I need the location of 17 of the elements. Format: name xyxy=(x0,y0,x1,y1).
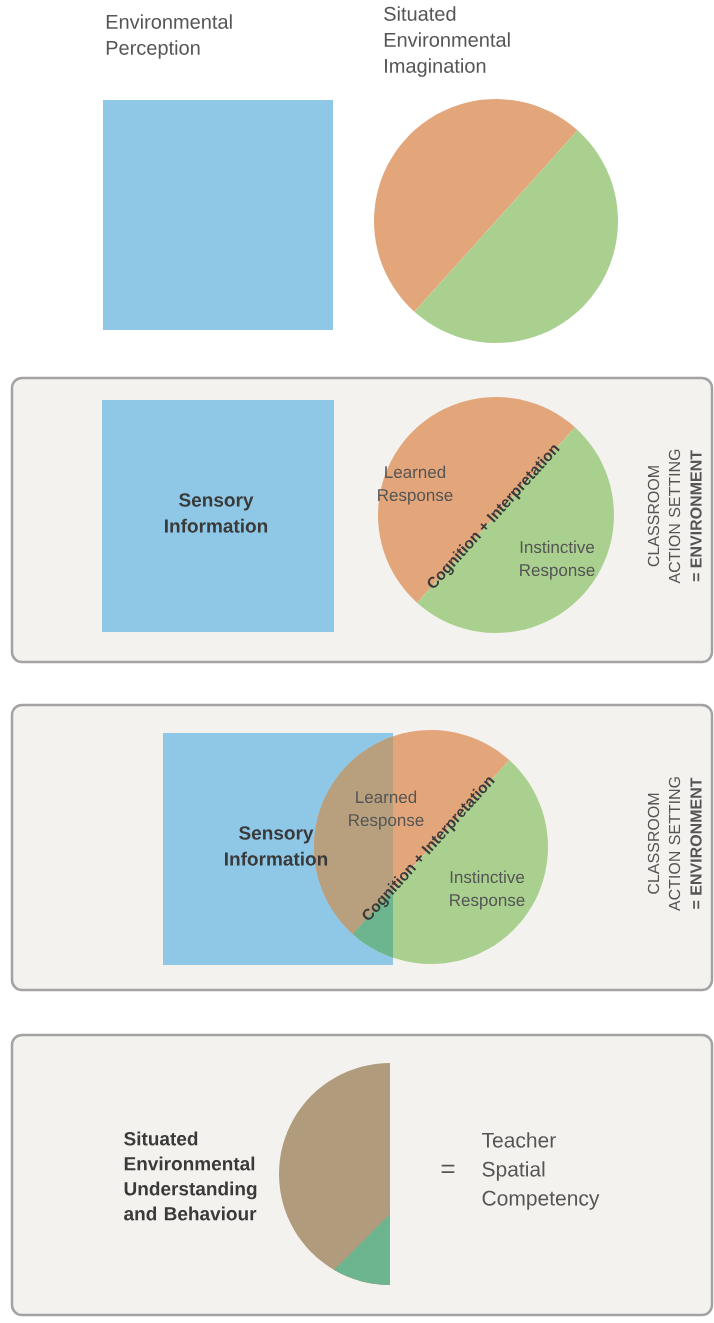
split-circle xyxy=(374,99,618,343)
equals-sign: = xyxy=(441,1164,455,1173)
square-block xyxy=(103,100,333,330)
vertical-label: = ENVIRONMENT xyxy=(690,777,702,909)
heading: Environmental Perception xyxy=(106,14,232,59)
square-block xyxy=(102,400,334,632)
result-text: Teacher Spatial Competency xyxy=(482,1132,600,1210)
bold-text: Situated Environmental Understanding and Behaviour xyxy=(124,1131,257,1221)
heading: Situated Environmental Imagination xyxy=(384,6,510,77)
vertical-label: CLASSROOM ACTION SETTING xyxy=(647,777,681,912)
bold-text: Sensory Information xyxy=(165,493,268,533)
segment-label: Instinctive Response xyxy=(520,540,595,580)
panel-box xyxy=(10,1033,714,1317)
vertical-label: CLASSROOM ACTION SETTING xyxy=(647,449,681,584)
split-circle xyxy=(378,397,614,633)
vertical-label: = ENVIRONMENT xyxy=(690,450,702,582)
segment-label: Instinctive Response xyxy=(450,870,525,910)
